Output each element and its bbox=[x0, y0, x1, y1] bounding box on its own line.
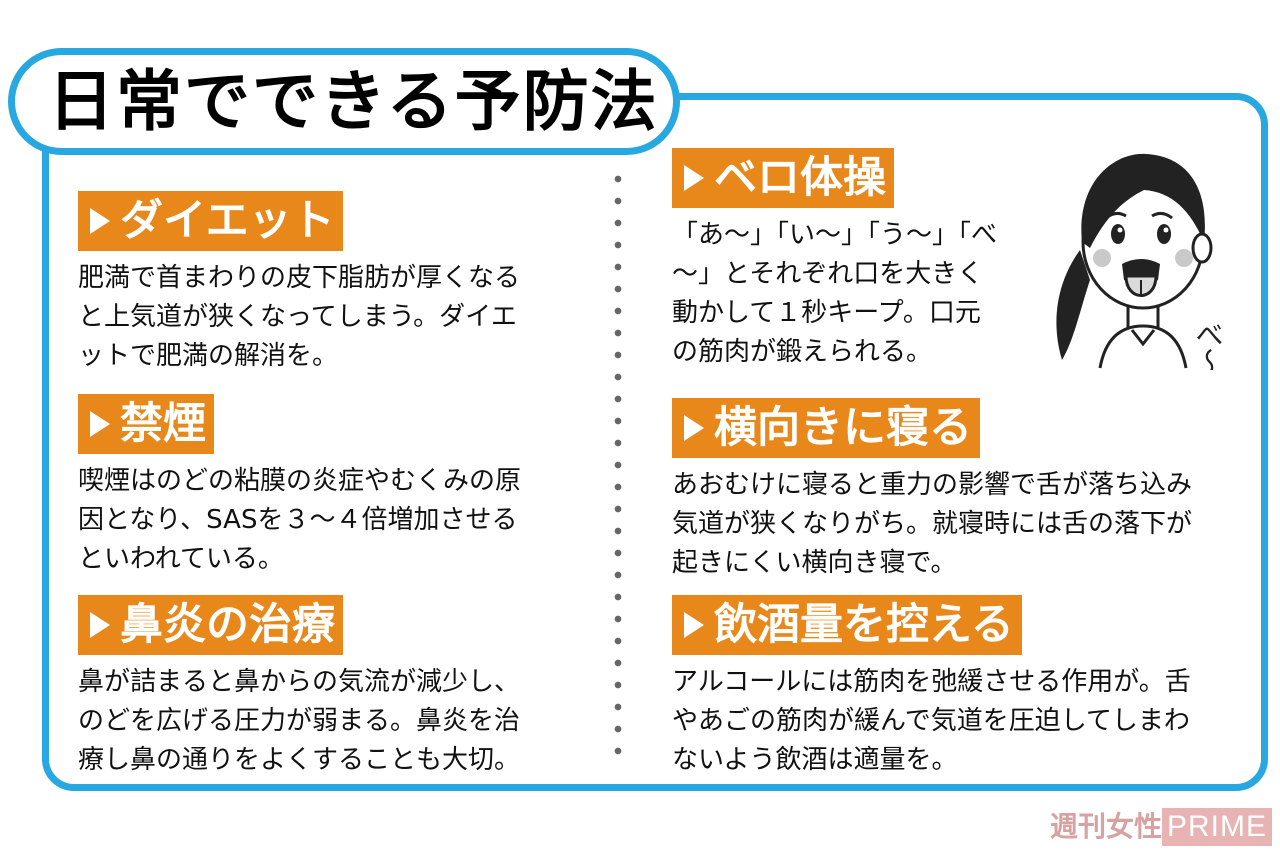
section-label: 鼻炎の治療 bbox=[78, 595, 343, 655]
body-line: 起きにくい横向き寝で。 bbox=[672, 548, 957, 578]
section-label: 禁煙 bbox=[78, 394, 214, 454]
section-body: 喫煙はのどの粘膜の炎症やむくみの原 因となり、SASを３～４倍増加させる といわ… bbox=[78, 462, 521, 579]
section-tongue: ベロ体操 「あ～」「い～」「う～」「べ ～」とそれぞれ口を大きく 動かして１秒キ… bbox=[672, 148, 997, 372]
dotted-divider bbox=[614, 168, 622, 768]
body-line: アルコールには筋肉を弛緩させる作用が。舌 bbox=[672, 667, 1191, 697]
section-label-text: 横向きに寝る bbox=[714, 403, 972, 453]
section-label-text: 鼻炎の治療 bbox=[120, 600, 335, 650]
body-line: ットで肥満の解消を。 bbox=[78, 341, 339, 371]
section-label-text: 禁煙 bbox=[120, 399, 206, 449]
body-line: 気道が狭くなりがち。就寝時には舌の落下が bbox=[672, 509, 1193, 539]
section-body: 「あ～」「い～」「う～」「べ ～」とそれぞれ口を大きく 動かして１秒キープ。口元… bbox=[672, 216, 997, 372]
play-triangle-icon bbox=[684, 611, 704, 638]
ponytail-shape bbox=[1056, 250, 1090, 360]
watermark-en: PRIME bbox=[1162, 808, 1272, 846]
body-line: と上気道が狭くなってしまう。ダイエ bbox=[78, 302, 517, 332]
body-line: 鼻が詰まると鼻からの気流が減少し、 bbox=[78, 667, 521, 697]
play-triangle-icon bbox=[90, 611, 110, 638]
body-line: のどを広げる圧力が弱まる。鼻炎を治 bbox=[78, 706, 521, 736]
brand-watermark: 週刊女性 PRIME bbox=[1050, 808, 1272, 846]
title-pill bbox=[8, 48, 680, 155]
section-label: 飲酒量を控える bbox=[672, 595, 1022, 655]
hair-shape bbox=[1081, 153, 1205, 248]
body-line: 「あ～」「い～」「う～」「べ bbox=[672, 220, 998, 250]
section-label-text: ダイエット bbox=[120, 196, 335, 246]
body-line: やあごの筋肉が緩んで気道を圧迫してしまわ bbox=[672, 706, 1190, 736]
play-triangle-icon bbox=[90, 410, 110, 437]
section-body: アルコールには筋肉を弛緩させる作用が。舌 やあごの筋肉が緩んで気道を圧迫してしま… bbox=[672, 663, 1191, 780]
section-label: 横向きに寝る bbox=[672, 398, 980, 458]
body-line: の筋肉が鍛えられる。 bbox=[672, 337, 933, 367]
page-title: 日常でできる予防法 bbox=[48, 63, 659, 140]
body-line: あおむけに寝ると重力の影響で舌が落ち込み bbox=[672, 470, 1193, 500]
play-triangle-icon bbox=[90, 207, 110, 234]
section-rhinitis: 鼻炎の治療 鼻が詰まると鼻からの気流が減少し、 のどを広げる圧力が弱まる。鼻炎を… bbox=[78, 595, 520, 780]
body-line: 動かして１秒キープ。口元 bbox=[672, 298, 981, 328]
section-body: 肥満で首まわりの皮下脂肪が厚くなる と上気道が狭くなってしまう。ダイエ ットで肥… bbox=[78, 259, 520, 376]
body-line: 療し鼻の通りをよくすることも大切。 bbox=[78, 745, 521, 775]
body-line: 肥満で首まわりの皮下脂肪が厚くなる bbox=[78, 263, 521, 293]
body-line: ないよう飲酒は適量を。 bbox=[672, 745, 958, 775]
section-body: あおむけに寝ると重力の影響で舌が落ち込み 気道が狭くなりがち。就寝時には舌の落下… bbox=[672, 466, 1192, 583]
body-line: 喫煙はのどの粘膜の炎症やむくみの原 bbox=[78, 466, 522, 496]
body-line: といわれている。 bbox=[78, 544, 284, 574]
section-label-text: 飲酒量を控える bbox=[714, 600, 1014, 650]
play-triangle-icon bbox=[684, 164, 704, 191]
section-alcohol: 飲酒量を控える アルコールには筋肉を弛緩させる作用が。舌 やあごの筋肉が緩んで気… bbox=[672, 595, 1191, 780]
section-label-text: ベロ体操 bbox=[714, 153, 886, 203]
body-line: 因となり、SASを３～４倍増加させる bbox=[78, 505, 518, 535]
section-smoking: 禁煙 喫煙はのどの粘膜の炎症やむくみの原 因となり、SASを３～４倍増加させる … bbox=[78, 394, 521, 579]
speech-text: べ～ bbox=[1192, 320, 1225, 370]
section-diet: ダイエット 肥満で首まわりの皮下脂肪が厚くなる と上気道が狭くなってしまう。ダイ… bbox=[78, 191, 520, 376]
body-line: ～」とそれぞれ口を大きく bbox=[672, 259, 984, 289]
play-triangle-icon bbox=[684, 414, 704, 441]
section-label: ダイエット bbox=[78, 191, 343, 251]
woman-tongue-illustration: べ～ bbox=[1056, 153, 1225, 370]
section-body: 鼻が詰まると鼻からの気流が減少し、 のどを広げる圧力が弱まる。鼻炎を治 療し鼻の… bbox=[78, 663, 520, 780]
section-label: ベロ体操 bbox=[672, 148, 894, 208]
watermark-jp: 週刊女性 bbox=[1050, 810, 1163, 843]
section-side-sleep: 横向きに寝る あおむけに寝ると重力の影響で舌が落ち込み 気道が狭くなりがち。就寝… bbox=[672, 398, 1192, 583]
